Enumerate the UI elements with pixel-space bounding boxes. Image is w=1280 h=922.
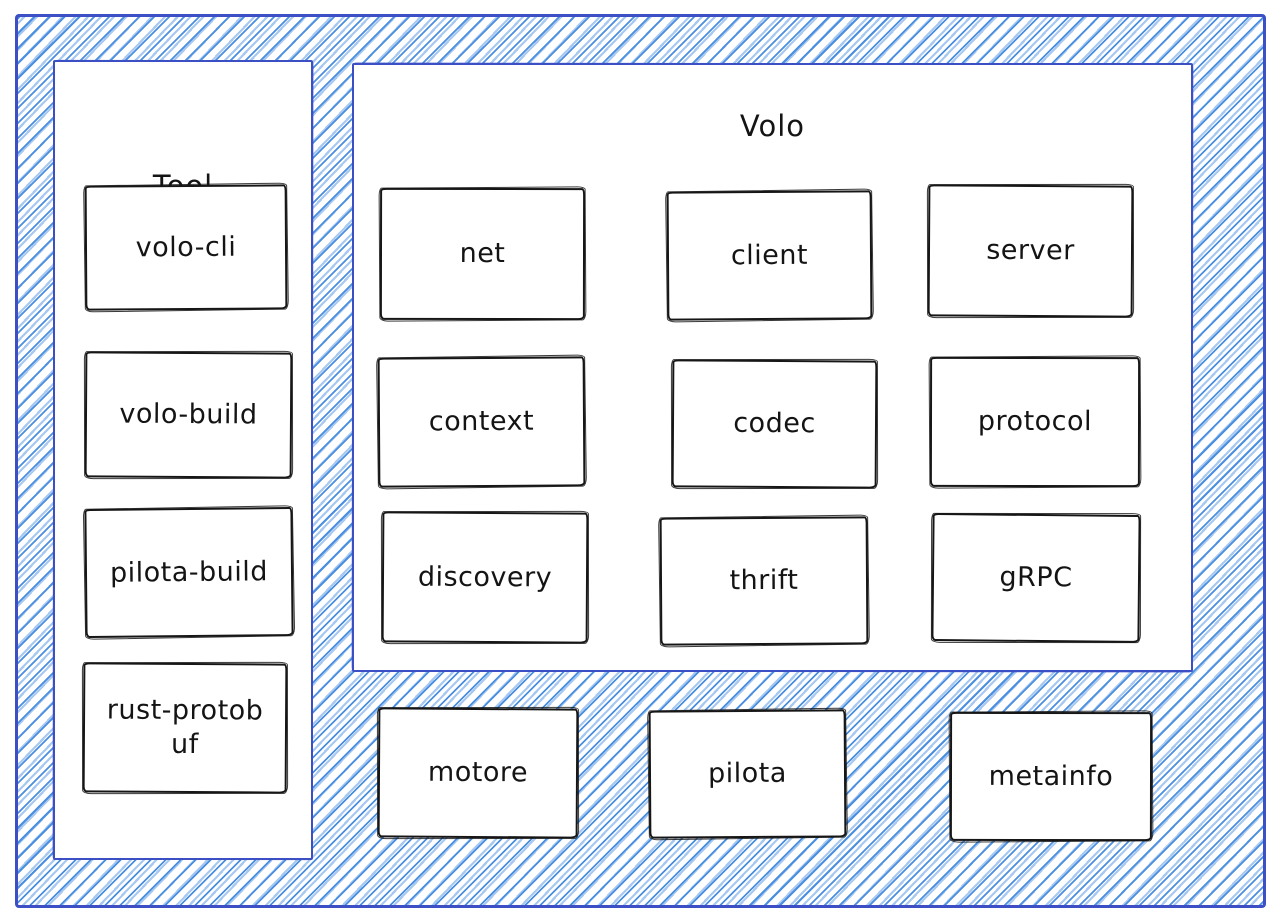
node-volo-cli: volo-cli (84, 184, 288, 311)
node-metainfo: metainfo (949, 711, 1153, 842)
node-label: volo-cli (135, 231, 237, 263)
node-pilota-build: pilota-build (84, 507, 294, 638)
node-label: metainfo (988, 760, 1114, 792)
node-label: gRPC (999, 561, 1073, 594)
node-label: pilota-build (109, 555, 269, 589)
node-label: net (459, 238, 506, 270)
node-grpc: gRPC (931, 513, 1141, 643)
node-codec: codec (671, 359, 878, 489)
node-rust-protobuf: rust-protobuf (82, 662, 288, 794)
node-volo-build: volo-build (84, 351, 293, 479)
node-label: server (986, 234, 1075, 267)
node-label: codec (733, 407, 816, 440)
node-label: discovery (417, 561, 553, 594)
node-context: context (377, 356, 586, 488)
node-label: client (730, 239, 809, 271)
node-label: context (428, 405, 535, 438)
node-label: thrift (729, 564, 799, 597)
volo-panel-title: Volo (739, 109, 806, 143)
node-label: protocol (977, 406, 1093, 438)
node-pilota: pilota (648, 709, 847, 839)
node-label: motore (427, 756, 529, 789)
node-client: client (666, 190, 873, 321)
node-motore: motore (377, 707, 579, 839)
node-label: pilota (707, 757, 787, 790)
node-thrift: thrift (659, 516, 869, 646)
node-net: net (379, 187, 586, 321)
node-server: server (927, 184, 1134, 318)
node-label: volo-build (119, 398, 258, 431)
node-discovery: discovery (381, 511, 589, 644)
node-label: rust-protobuf (106, 694, 264, 761)
node-protocol: protocol (929, 356, 1141, 488)
